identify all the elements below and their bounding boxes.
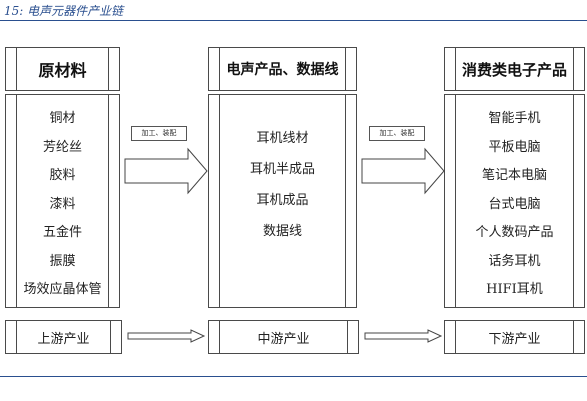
process-arrow-2 — [361, 147, 445, 195]
upstream-item-list: 铜材 芳纶丝 胶料 漆料 五金件 振膜 场效应晶体管 — [6, 105, 119, 305]
upstream-item: 漆料 — [49, 196, 76, 212]
process-label-2: 加工、装配 — [369, 126, 425, 141]
upstream-item: 胶料 — [49, 168, 76, 183]
items-box-left-edge — [16, 95, 17, 307]
items-box-right-edge — [108, 95, 109, 307]
upstream-title-box: 原材料 — [5, 47, 120, 91]
upstream-item: 场效应晶体管 — [23, 282, 102, 297]
midstream-title-box: 电声产品、数据线 — [208, 47, 357, 91]
upstream-item: 铜材 — [49, 111, 76, 126]
downstream-item: 智能手机 — [488, 111, 541, 126]
midstream-item: 耳机成品 — [256, 193, 309, 208]
downstream-item: 话务耳机 — [488, 253, 541, 269]
midstream-item: 耳机半成品 — [249, 162, 315, 177]
upstream-item: 五金件 — [42, 225, 82, 240]
stage-arrow-2 — [364, 329, 443, 343]
stage-box-right-edge — [347, 321, 348, 353]
midstream-item-list: 耳机线材 耳机半成品 耳机成品 数据线 — [209, 123, 356, 247]
stage-box-left-edge — [16, 321, 17, 353]
bottom-divider — [0, 376, 587, 377]
downstream-title-box: 消费类电子产品 — [444, 47, 585, 91]
midstream-item: 数据线 — [262, 224, 302, 239]
downstream-title: 消费类电子产品 — [461, 60, 567, 79]
stage-box-left-edge — [219, 321, 220, 353]
downstream-item: 平板电脑 — [488, 139, 541, 155]
upstream-item: 芳纶丝 — [42, 139, 82, 155]
items-box-left-edge — [455, 95, 456, 307]
items-box-right-edge — [573, 95, 574, 307]
title-box-left-edge — [16, 48, 17, 90]
title-box-right-edge — [573, 48, 574, 90]
stage-box-right-edge — [573, 321, 574, 353]
downstream-item: 笔记本电脑 — [481, 168, 547, 183]
midstream-items-box: 耳机线材 耳机半成品 耳机成品 数据线 — [208, 94, 357, 308]
items-box-left-edge — [219, 95, 220, 307]
upstream-stage-box: 上游产业 — [5, 320, 122, 354]
downstream-item-list: 智能手机 平板电脑 笔记本电脑 台式电脑 个人数码产品 话务耳机 HIFI耳机 — [445, 105, 584, 305]
stage-box-right-edge — [110, 321, 111, 353]
title-box-right-edge — [345, 48, 346, 90]
midstream-stage-label: 中游产业 — [257, 331, 310, 347]
figure-title: 15: 电声元器件产业链 — [4, 4, 124, 18]
upstream-title: 原材料 — [38, 61, 87, 80]
upstream-items-box: 铜材 芳纶丝 胶料 漆料 五金件 振膜 场效应晶体管 — [5, 94, 120, 308]
upstream-stage-label: 上游产业 — [37, 331, 90, 347]
title-box-left-edge — [455, 48, 456, 90]
downstream-item: 个人数码产品 — [475, 225, 554, 240]
downstream-items-box: 智能手机 平板电脑 笔记本电脑 台式电脑 个人数码产品 话务耳机 HIFI耳机 — [444, 94, 585, 308]
midstream-title: 电声产品、数据线 — [226, 62, 339, 78]
upstream-item: 振膜 — [49, 253, 76, 269]
downstream-stage-label: 下游产业 — [488, 331, 541, 347]
midstream-stage-box: 中游产业 — [208, 320, 359, 354]
title-box-left-edge — [219, 48, 220, 90]
midstream-item: 耳机线材 — [256, 131, 309, 146]
process-label-1: 加工、装配 — [131, 126, 187, 141]
stage-box-left-edge — [455, 321, 456, 353]
downstream-item: HIFI耳机 — [486, 282, 543, 297]
downstream-item: 台式电脑 — [488, 196, 541, 212]
stage-arrow-1 — [127, 329, 206, 343]
process-arrow-1 — [124, 147, 208, 195]
top-divider — [0, 20, 587, 21]
downstream-stage-box: 下游产业 — [444, 320, 585, 354]
items-box-right-edge — [345, 95, 346, 307]
title-box-right-edge — [108, 48, 109, 90]
